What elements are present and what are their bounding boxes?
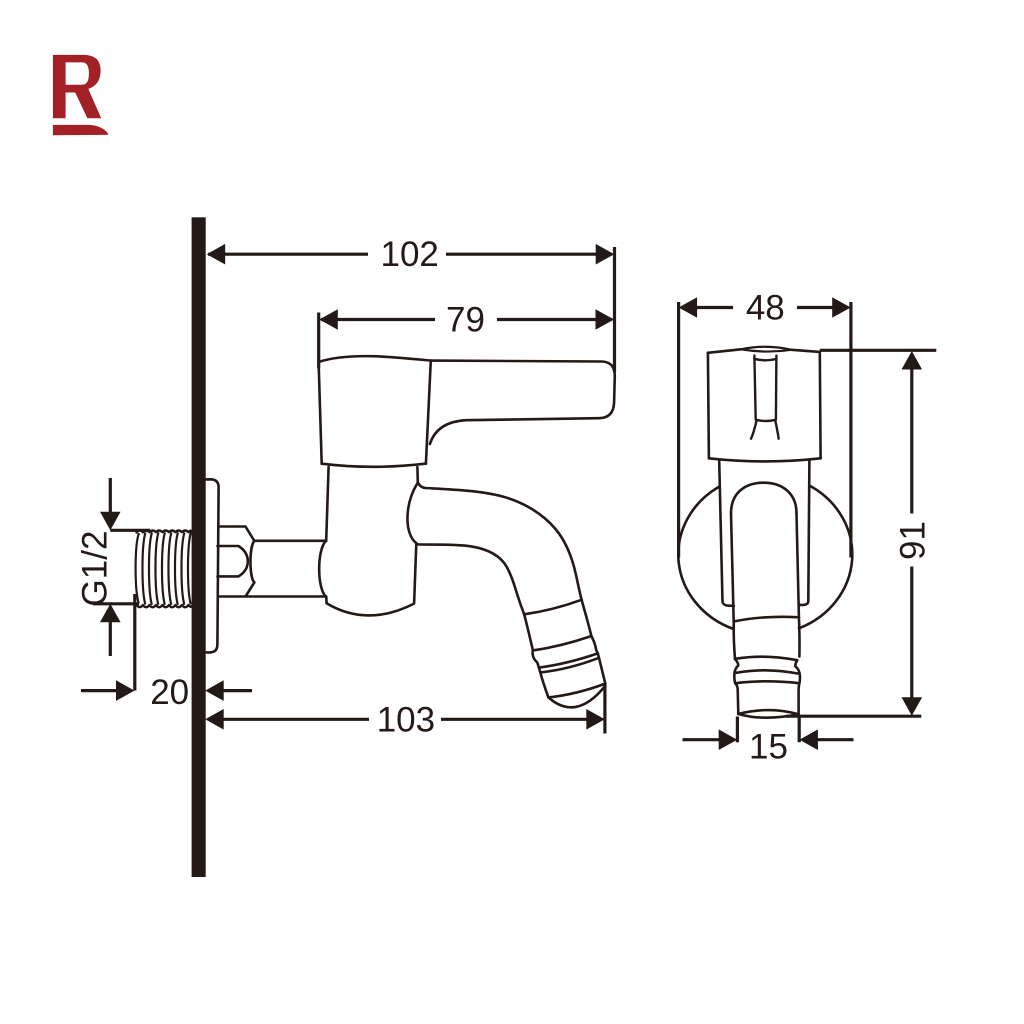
svg-text:48: 48 bbox=[746, 289, 785, 328]
svg-text:79: 79 bbox=[446, 301, 485, 340]
svg-text:91: 91 bbox=[894, 521, 933, 560]
svg-text:102: 102 bbox=[380, 235, 438, 274]
svg-text:G1/2: G1/2 bbox=[75, 531, 114, 607]
svg-text:20: 20 bbox=[150, 673, 189, 712]
svg-text:103: 103 bbox=[377, 700, 435, 739]
svg-text:15: 15 bbox=[749, 728, 788, 767]
